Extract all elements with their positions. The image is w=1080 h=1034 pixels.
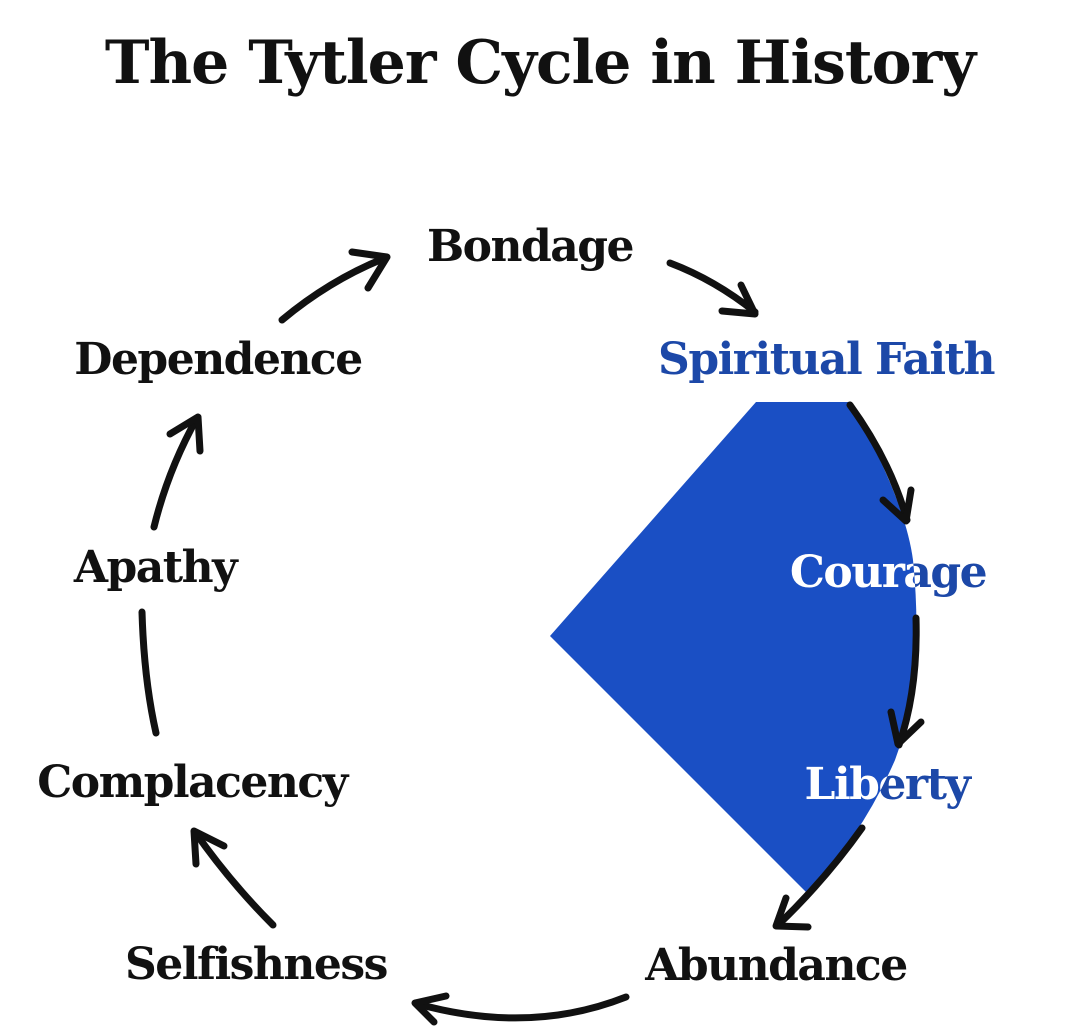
arrow-selfishness-to-complacency bbox=[190, 827, 277, 929]
stage-label-apathy: Apathy bbox=[73, 542, 239, 593]
arrow-complacency-to-apathy bbox=[138, 608, 160, 737]
stage-label-liberty: Liberty bbox=[805, 759, 973, 810]
diagram-title: The Tytler Cycle in History bbox=[104, 28, 976, 98]
stage-label-bondage: Bondage bbox=[427, 221, 633, 272]
arrow-abundance-to-selfishness bbox=[411, 992, 630, 1026]
arrow-apathy-to-dependence bbox=[150, 413, 204, 531]
arrow-spiritual-faith-to-courage bbox=[846, 401, 915, 525]
stage-label-complacency: Complacency bbox=[37, 757, 349, 808]
highlight-wedge bbox=[550, 402, 917, 892]
arrow-dependence-to-bondage bbox=[278, 248, 391, 324]
arrow-courage-to-liberty bbox=[887, 614, 925, 749]
stage-label-dependence: Dependence bbox=[74, 334, 361, 385]
arrow-bondage-to-spiritual-faith bbox=[666, 259, 759, 318]
stage-label-selfishness: Selfishness bbox=[125, 939, 387, 990]
stage-label-abundance: Abundance bbox=[644, 940, 906, 991]
stage-label-courage-overlay: Courage bbox=[790, 547, 986, 598]
stage-label-courage: Courage bbox=[790, 547, 986, 598]
arrow-liberty-to-abundance bbox=[772, 824, 866, 931]
stage-label-spiritual-faith: Spiritual Faith bbox=[658, 334, 994, 385]
